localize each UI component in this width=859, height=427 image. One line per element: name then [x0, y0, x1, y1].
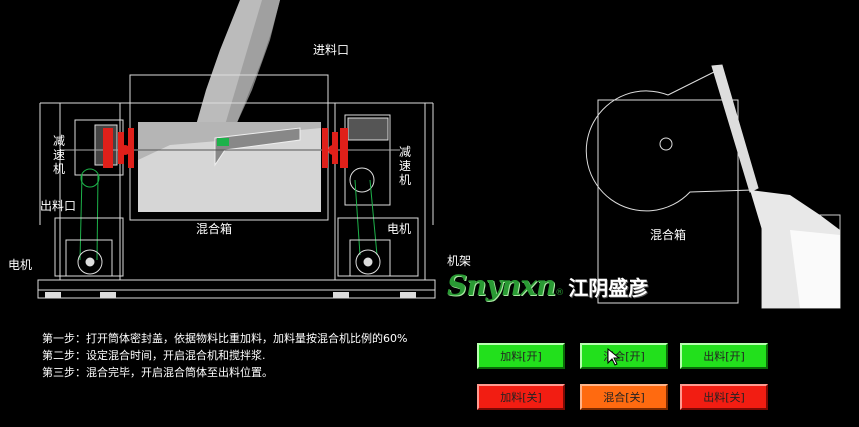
mixing-box-side-label: 混合箱 [650, 228, 687, 242]
frame-feet [45, 292, 416, 298]
discharge-on-button[interactable]: 出料[开] [680, 343, 768, 369]
mix-off-button[interactable]: 混合[关] [580, 384, 668, 410]
brand-reg-mark: ® [555, 288, 565, 298]
discharge-off-button[interactable]: 出料[关] [680, 384, 768, 410]
left-coupling [103, 128, 134, 168]
frame-label: 机架 [447, 254, 472, 268]
side-discharge-box [750, 190, 841, 309]
motor-left-label: 电机 [8, 258, 33, 272]
inlet-label: 进料口 [313, 43, 350, 57]
reducer-right-label: 减速机 [398, 145, 411, 187]
outlet-label: 出料口 [40, 199, 77, 213]
reducer-left-label: 减速机 [52, 134, 65, 176]
mouse-cursor-icon [607, 348, 621, 366]
brand-logo: Snynxn ® 江阴盛彦 [447, 269, 648, 302]
left-motor [54, 217, 124, 277]
feed-on-button[interactable]: 加料[开] [477, 343, 565, 369]
mixing-box-main-label: 混合箱 [196, 222, 233, 236]
right-motor [337, 217, 419, 277]
side-view [585, 64, 759, 304]
feed-off-button[interactable]: 加料[关] [477, 384, 565, 410]
motor-right-label: 电机 [387, 222, 412, 236]
mix-on-button[interactable]: 混合[开] [580, 343, 668, 369]
brand-logo-text: Snynxn [447, 269, 556, 302]
step-2: 第二步：设定混合时间，开启混合机和搅拌浆. [42, 349, 266, 362]
brand-company: 江阴盛彦 [568, 276, 649, 300]
right-coupling [322, 128, 348, 168]
step-1: 第一步：打开筒体密封盖，依据物料比重加料，加料量按混合机比例的60% [42, 332, 408, 345]
step-3: 第三步：混合完毕，开启混合筒体至出料位置。 [42, 366, 273, 379]
